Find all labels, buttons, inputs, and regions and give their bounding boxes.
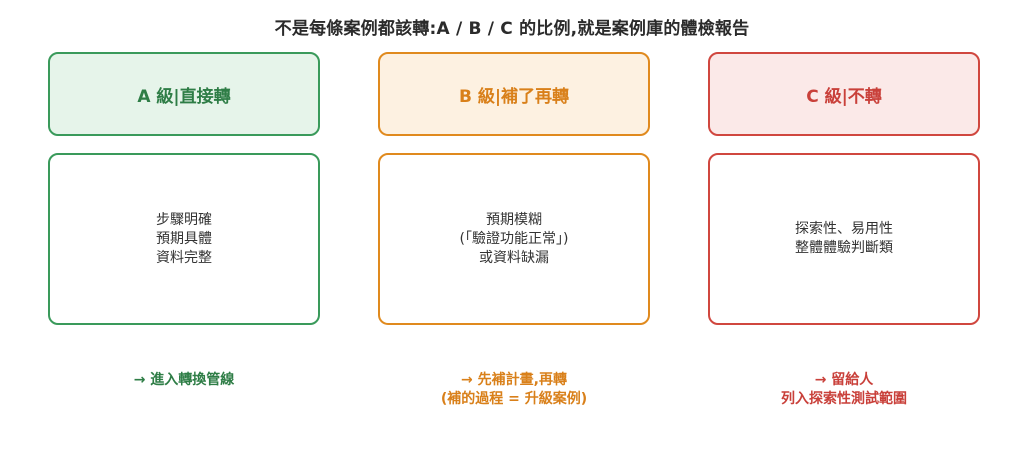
grade-b-result-line: → 先補計畫,再轉 (461, 372, 567, 388)
grade-b-criteria-line: (「驗證功能正常」) (459, 230, 569, 247)
grade-c-result-line: → 留給人 (814, 372, 874, 388)
grade-c-criteria-line: 整體體驗判斷類 (795, 240, 893, 256)
grade-c-result-line: 列入探索性測試範圍 (781, 391, 907, 407)
grade-a-result-line: → 進入轉換管線 (133, 372, 235, 388)
diagram-title: 不是每條案例都該轉:A / B / C 的比例,就是案例庫的體檢報告 (274, 19, 750, 39)
grade-c-criteria-line: 探索性、易用性 (795, 221, 893, 237)
grade-c-heading-box: C 級|不轉 (708, 52, 980, 136)
grade-a-criteria-line: 步驟明確 (156, 211, 212, 228)
grade-a-criteria-line: 資料完整 (156, 249, 212, 266)
grade-c-criteria-box: 探索性、易用性 整體體驗判斷類 (708, 153, 980, 325)
grade-c-heading: C 級|不轉 (806, 86, 882, 107)
grade-a-criteria-line: 預期具體 (156, 230, 212, 247)
grade-b-criteria-box: 預期模糊 (「驗證功能正常」) 或資料缺漏 (378, 153, 650, 325)
grade-b-result-line: (補的過程 = 升級案例) (440, 391, 588, 407)
grade-a-result: → 進入轉換管線 (48, 371, 320, 390)
grade-a-criteria-box: 步驟明確 預期具體 資料完整 (48, 153, 320, 325)
grade-a-heading-box: A 級|直接轉 (48, 52, 320, 136)
grade-b-criteria-line: 或資料缺漏 (479, 249, 549, 266)
grade-b-result: → 先補計畫,再轉 (補的過程 = 升級案例) (378, 371, 650, 409)
grade-c-result: → 留給人 列入探索性測試範圍 (708, 371, 980, 409)
grade-a-heading: A 級|直接轉 (137, 86, 231, 107)
grade-b-heading-box: B 級|補了再轉 (378, 52, 650, 136)
grade-b-criteria-line: 預期模糊 (486, 211, 542, 228)
grade-b-heading: B 級|補了再轉 (458, 86, 570, 107)
